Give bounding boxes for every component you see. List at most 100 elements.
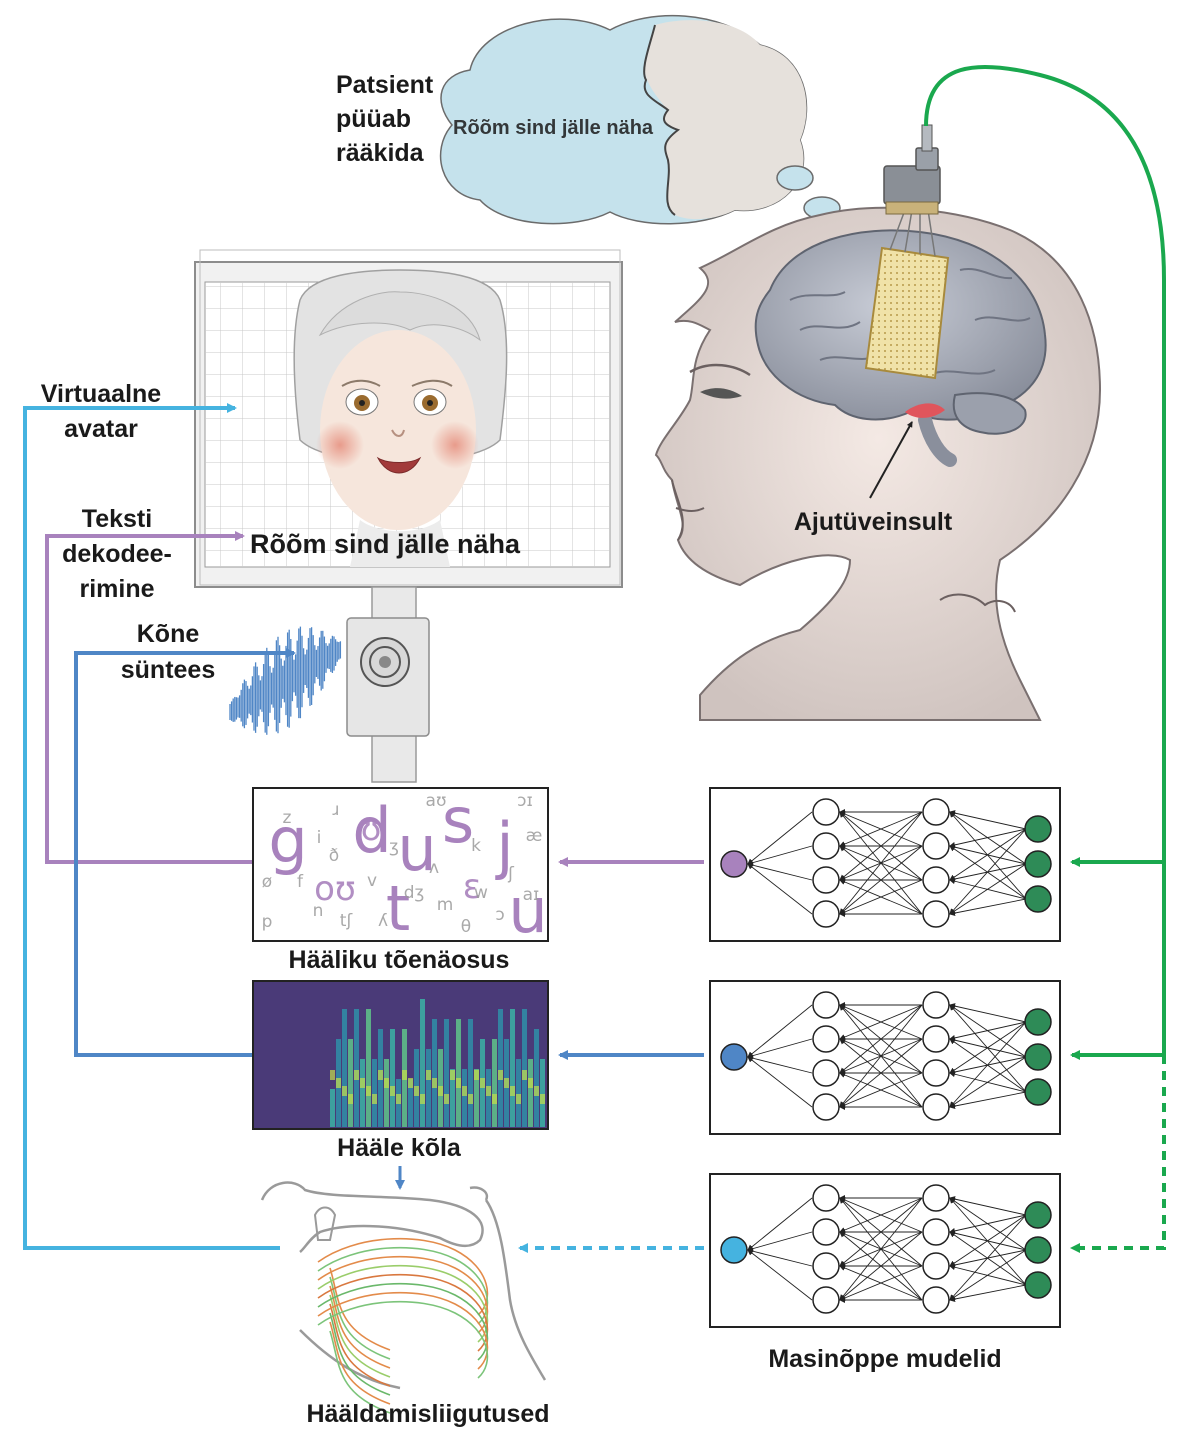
nn-edge (747, 845, 813, 866)
nn-edge (949, 1231, 1027, 1286)
nn-input-node (1024, 1271, 1052, 1299)
nn-edge (839, 811, 923, 881)
nn-input-node (1024, 885, 1052, 913)
spectrogram-band (372, 1059, 377, 1127)
nn-edge (839, 1197, 923, 1301)
nn-hidden-node (922, 1218, 950, 1246)
nn-input-node (1024, 1008, 1052, 1036)
spectrogram-band (498, 1070, 503, 1080)
nn-edge (839, 845, 923, 915)
nn-model-speech (709, 980, 1061, 1135)
spectrogram-band (360, 1059, 365, 1127)
spectrogram-band (354, 1009, 359, 1127)
voice-timbre-label: Hääle kõla (337, 1134, 462, 1162)
nn-edge (949, 878, 1027, 900)
nn-model-text (709, 787, 1061, 942)
spectrogram-band (456, 1019, 461, 1127)
nn-hidden-node (922, 1286, 950, 1314)
nn-hidden-node (922, 832, 950, 860)
nn-input-node (1024, 815, 1052, 843)
nn-hidden-node (922, 991, 950, 1019)
nn-hidden-node (922, 1059, 950, 1087)
nn-edge (949, 1056, 1027, 1108)
spectrogram-band (522, 1009, 527, 1127)
nn-hidden-node (922, 1093, 950, 1121)
phoneme-glyph: ʎ (378, 911, 388, 931)
phoneme-glyph: ð (329, 846, 339, 866)
cerebellum (952, 392, 1027, 435)
nn-hidden-node (812, 866, 840, 894)
nn-output-node (720, 1236, 748, 1264)
stroke-lesion (905, 403, 945, 418)
nn-hidden-node (812, 1093, 840, 1121)
ml-models-label: Masinõppe mudelid (768, 1345, 1001, 1373)
text-label-line3: rimine (79, 575, 154, 603)
phoneme-glyph: t (386, 872, 410, 945)
spectrogram-band (444, 1094, 449, 1104)
nn-edge (839, 1072, 923, 1108)
spectrogram-band (408, 1079, 413, 1127)
vocal-tract-icon (260, 1181, 547, 1414)
phoneme-glyph: oʊ (314, 869, 356, 909)
spectrogram-band (342, 1009, 347, 1127)
spectrogram-band (348, 1094, 353, 1104)
spectrogram-band (432, 1019, 437, 1127)
neural-signal-path (924, 64, 1166, 1055)
nn-edge (747, 1038, 813, 1059)
nn-box (709, 980, 1061, 1135)
nn-edge (839, 1231, 923, 1301)
spectrogram-band (498, 1009, 503, 1127)
nn-input-node (1024, 1201, 1052, 1229)
spectrogram-band (330, 1070, 335, 1080)
nn-box (709, 787, 1061, 942)
spectrogram-band (516, 1059, 521, 1127)
phoneme-glyph: ɔ (495, 905, 504, 925)
spectrogram-band (540, 1094, 545, 1104)
electrode-array-icon (864, 209, 950, 380)
spectrogram-band (474, 1069, 479, 1127)
nn-hidden-node (812, 1059, 840, 1087)
spectrogram-band (510, 1086, 515, 1096)
avatar-label-line2: avatar (64, 415, 138, 443)
nn-edge (949, 1003, 1027, 1023)
spectrogram-band (450, 1070, 455, 1080)
phoneme-glyph: ʌ (429, 858, 439, 878)
nn-edge (839, 811, 923, 915)
phoneme-glyph: θ (461, 917, 471, 937)
nn-edge (747, 1248, 813, 1267)
spectrogram-band (474, 1070, 479, 1080)
phoneme-glyph: w (474, 883, 488, 903)
nn-edge (839, 1197, 923, 1267)
spectrogram (252, 980, 549, 1130)
nn-edge (839, 1004, 923, 1040)
spectrogram-band (384, 1059, 389, 1127)
spectrogram-band (402, 1070, 407, 1080)
phoneme-glyph: dʒ (404, 883, 425, 903)
spectrogram-band (354, 1070, 359, 1080)
phoneme-glyph: p (262, 912, 273, 932)
text-label-line1: Teksti (82, 505, 152, 533)
speech-label-line1: Kõne (137, 620, 200, 648)
nn-edge (747, 862, 813, 881)
phoneme-glyph: i (317, 828, 322, 848)
phoneme-glyph: aʊ (426, 791, 447, 811)
spectrogram-band (456, 1078, 461, 1088)
nn-model-avatar (709, 1173, 1061, 1328)
spectrogram-band (432, 1078, 437, 1088)
spectrogram-band (462, 1086, 467, 1096)
nn-edge (949, 1214, 1027, 1267)
nn-hidden-node (812, 1286, 840, 1314)
spectrogram-band (384, 1078, 389, 1088)
phoneme-glyph: tʃ (340, 911, 354, 931)
phoneme-probability-label: Hääliku tõenäosus (289, 946, 510, 974)
nn-edge (839, 1265, 923, 1301)
nn-edge (949, 1071, 1027, 1093)
thought-bubble: Rõõm sind jälle näha (439, 15, 841, 225)
nn-hidden-node (812, 1218, 840, 1246)
nn-edge (949, 1091, 1027, 1109)
nn-hidden-node (922, 1184, 950, 1212)
nn-edge (747, 1249, 813, 1301)
phoneme-glyph: u (397, 812, 436, 885)
phoneme-glyph: ø (262, 872, 272, 892)
